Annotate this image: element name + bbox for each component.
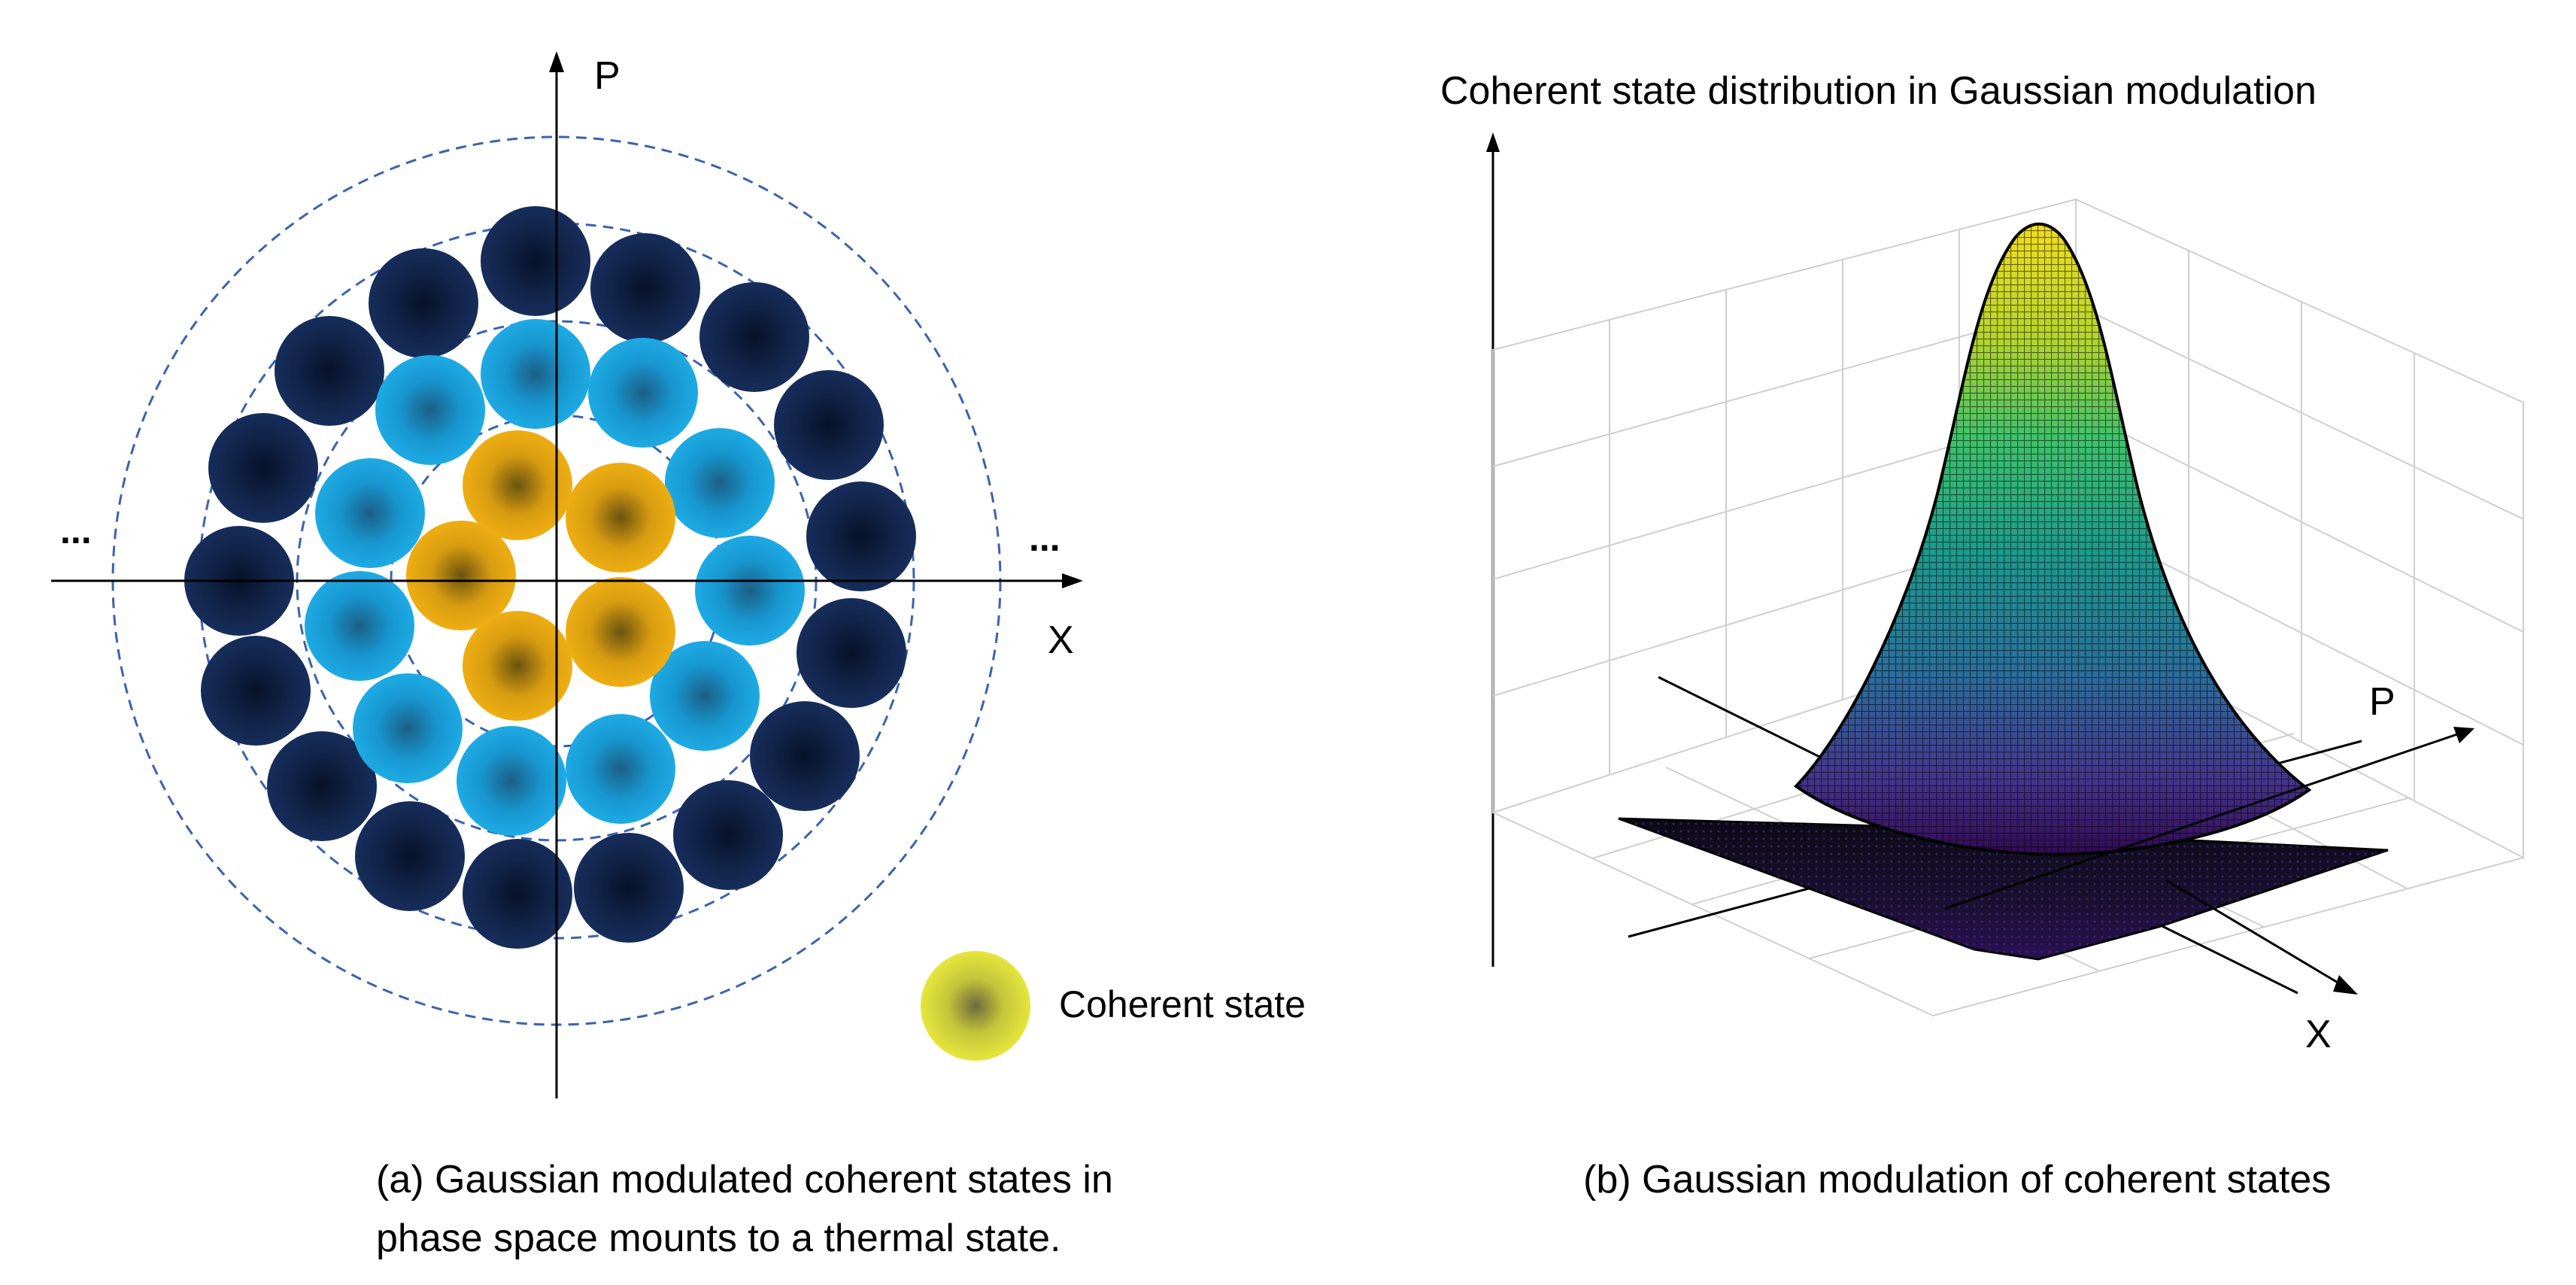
coherent-state bbox=[481, 319, 590, 429]
outer-states bbox=[184, 206, 916, 949]
coherent-state bbox=[665, 428, 775, 538]
coherent-state bbox=[750, 701, 860, 811]
coherent-state bbox=[305, 571, 414, 681]
coherent-state bbox=[457, 726, 566, 836]
gaussian-peak-mesh bbox=[1796, 223, 2309, 855]
x-axis-3d-label: X bbox=[2305, 1013, 2332, 1056]
p-axis-3d-arrowhead bbox=[2453, 727, 2474, 743]
ellipsis-right: ... bbox=[1029, 517, 1060, 559]
middle-states bbox=[305, 319, 805, 836]
coherent-state bbox=[406, 521, 516, 630]
coherent-state bbox=[315, 458, 425, 568]
coherent-state bbox=[699, 282, 809, 392]
coherent-state bbox=[463, 839, 572, 949]
coherent-state bbox=[588, 338, 698, 448]
legend-label: Coherent state bbox=[1059, 983, 1306, 1025]
inner-states bbox=[406, 430, 675, 721]
caption-b: (b) Gaussian modulation of coherent stat… bbox=[1583, 1158, 2331, 1201]
p-axis-3d bbox=[1943, 732, 2460, 910]
p-axis-label: P bbox=[594, 54, 620, 98]
coherent-state bbox=[208, 413, 318, 523]
coherent-state bbox=[566, 577, 675, 687]
coherent-state bbox=[650, 641, 760, 751]
gaussian-surface-plot: Coherent state distribution in Gaussian … bbox=[1440, 69, 2524, 1201]
x-axis-label: X bbox=[1048, 618, 1074, 662]
coherent-state bbox=[695, 536, 805, 646]
coherent-state bbox=[375, 355, 485, 465]
legend-coherent-state-swatch bbox=[921, 951, 1030, 1061]
coherent-state bbox=[481, 206, 590, 316]
caption-a-line2: phase space mounts to a thermal state. bbox=[376, 1217, 1061, 1260]
coherent-state bbox=[201, 636, 311, 746]
coherent-state bbox=[275, 316, 384, 426]
coherent-state bbox=[566, 463, 675, 573]
coherent-state bbox=[355, 801, 465, 911]
coherent-state bbox=[590, 233, 700, 343]
coherent-state bbox=[673, 780, 783, 890]
coherent-state bbox=[463, 611, 572, 721]
coherent-state bbox=[774, 370, 884, 480]
ellipsis-left: ... bbox=[60, 509, 92, 551]
coherent-state bbox=[463, 430, 572, 540]
coherent-state bbox=[574, 833, 684, 943]
caption-a-line1: (a) Gaussian modulated coherent states i… bbox=[376, 1158, 1113, 1201]
coherent-state bbox=[369, 248, 478, 358]
coherent-state bbox=[353, 673, 463, 783]
coherent-state bbox=[806, 481, 916, 591]
x-axis-3d-arrowhead bbox=[2333, 975, 2358, 995]
coherent-state bbox=[566, 714, 675, 824]
p-axis-3d-label: P bbox=[2369, 680, 2395, 724]
coherent-state bbox=[267, 731, 377, 841]
x-axis-3d bbox=[2165, 879, 2344, 987]
phase-space-diagram: P X ... ... Coherent state (a) Gaussian … bbox=[51, 51, 1306, 1260]
plot-title: Coherent state distribution in Gaussian … bbox=[1440, 69, 2317, 113]
p-axis-arrowhead bbox=[549, 51, 564, 72]
coherent-state bbox=[796, 598, 906, 708]
z-axis-arrowhead bbox=[1486, 132, 1500, 152]
x-axis-arrowhead bbox=[1062, 573, 1083, 588]
